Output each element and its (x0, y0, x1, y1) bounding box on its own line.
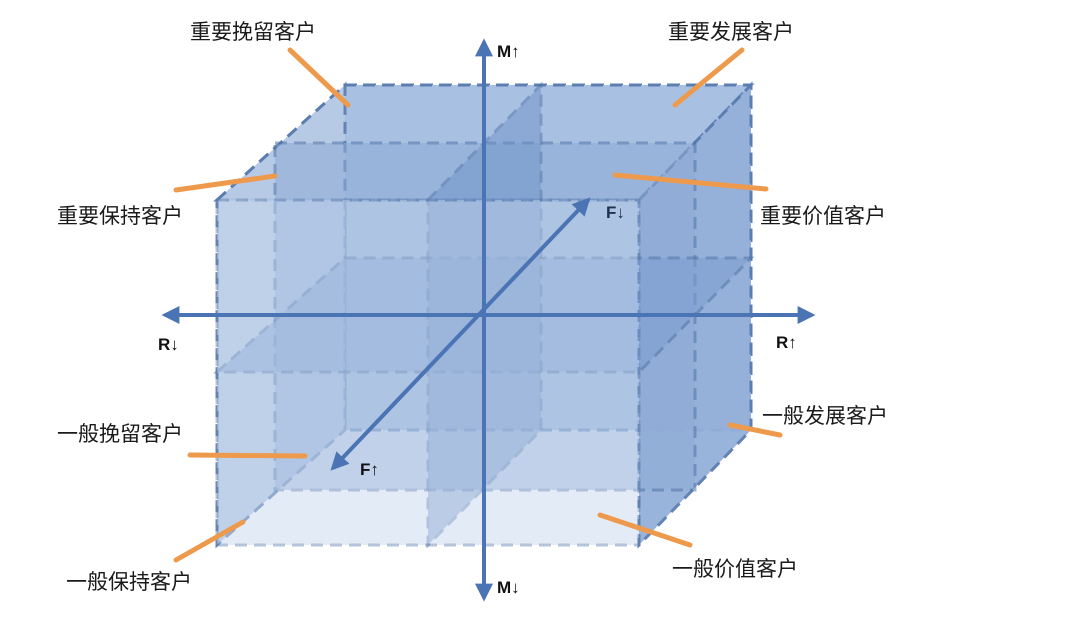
label-important-keep: 重要保持客户 (57, 204, 183, 228)
axis-label-f-down: F↓ (606, 203, 625, 222)
leader-important-develop (672, 47, 745, 108)
axis-label-m-up: M↑ (497, 42, 520, 61)
leader-general-retain (187, 452, 308, 459)
leader-lines (173, 47, 783, 563)
axis-label-f-up: F↑ (360, 460, 379, 479)
label-general-value: 一般价值客户 (672, 557, 798, 581)
leader-general-keep (173, 519, 246, 563)
f-axis (330, 197, 591, 471)
leader-important-value (612, 172, 769, 192)
leader-general-develop (727, 422, 783, 438)
label-important-retain: 重要挽留客户 (190, 20, 316, 44)
label-important-value: 重要价值客户 (760, 204, 886, 228)
axis-label-r-up: R↑ (776, 333, 797, 352)
leader-general-value (597, 512, 693, 548)
axis-label-m-down: M↓ (497, 578, 520, 597)
label-general-develop: 一般发展客户 (762, 404, 888, 428)
cube-front-face (215, 198, 641, 547)
axis-label-r-down: R↓ (158, 335, 179, 354)
label-general-keep: 一般保持客户 (66, 570, 192, 594)
label-general-retain: 一般挽留客户 (57, 422, 183, 446)
leader-important-retain (287, 47, 351, 108)
label-important-develop: 重要发展客户 (668, 20, 794, 44)
leader-important-keep (173, 173, 278, 193)
